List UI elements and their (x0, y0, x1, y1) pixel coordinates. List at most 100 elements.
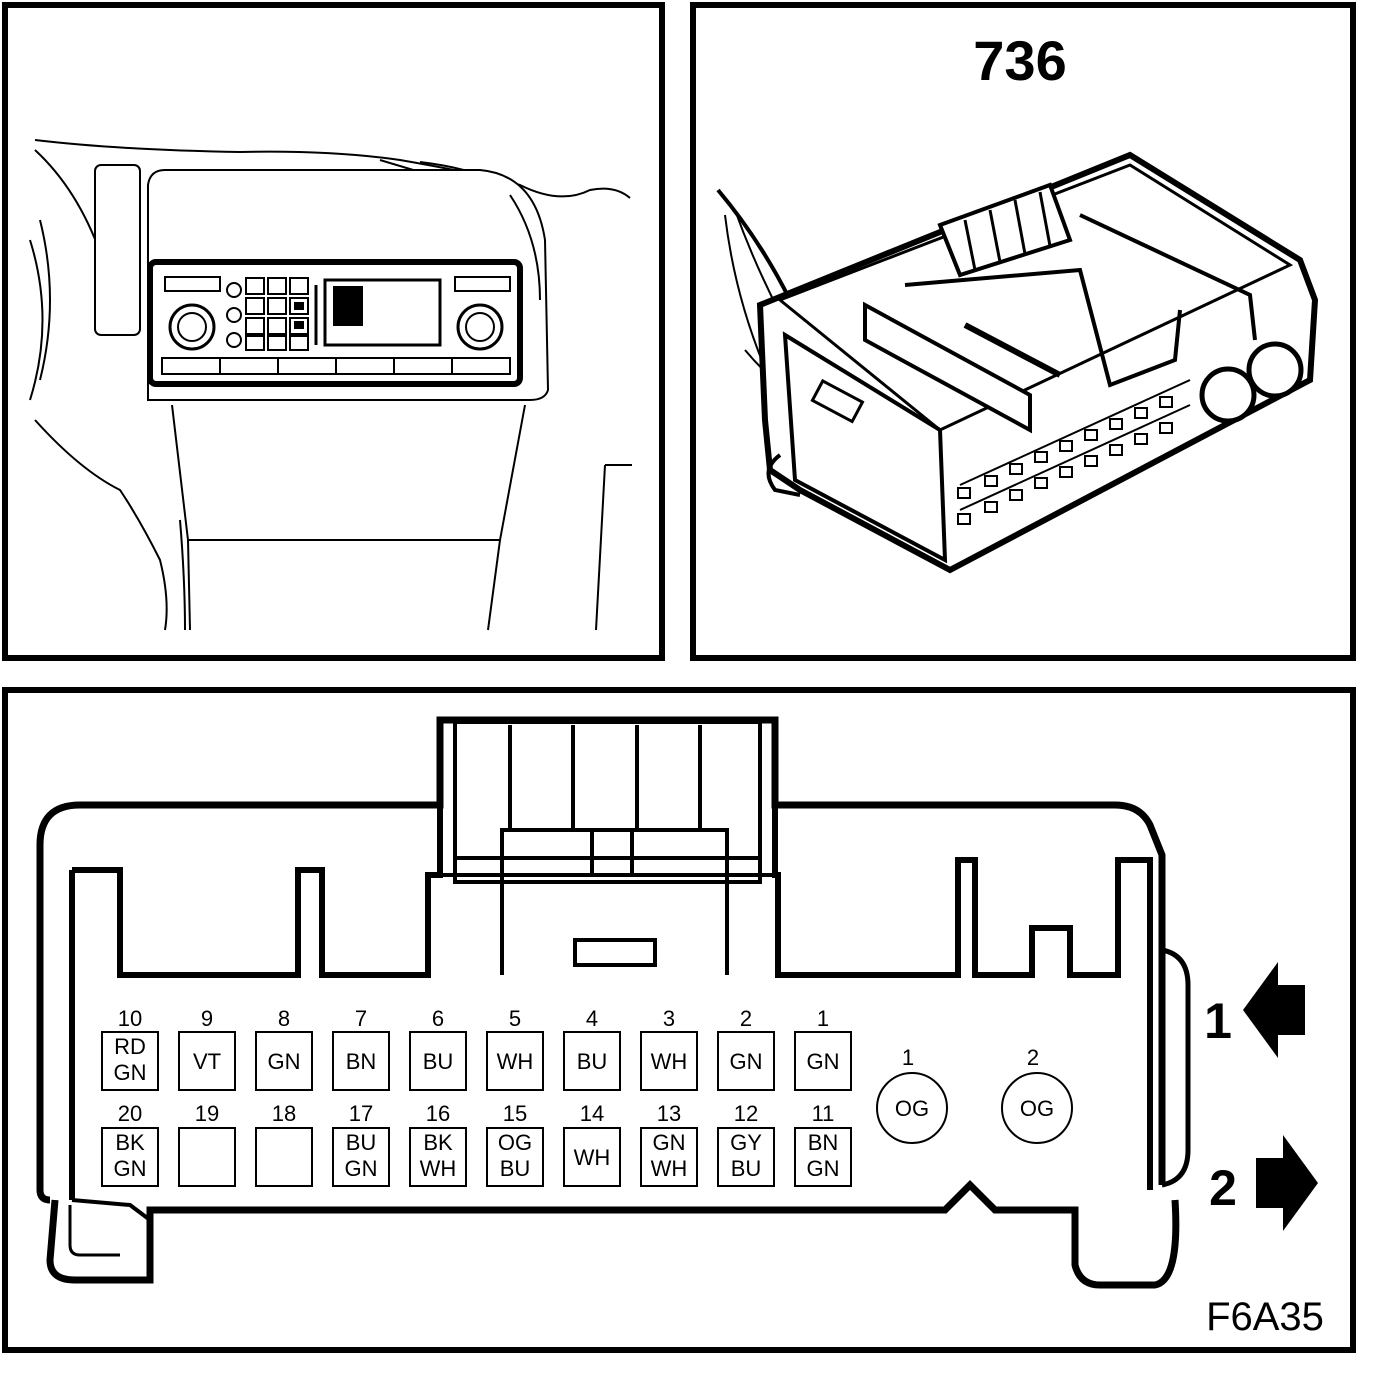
pin-box (794, 1031, 852, 1091)
pin-4: 4BU (563, 1006, 621, 1091)
side-indicator-1: 1 (1204, 962, 1305, 1058)
pin-box (640, 1127, 698, 1187)
pin-wire-color: GN (653, 1130, 686, 1155)
side-indicator-2: 2 (1209, 1135, 1318, 1231)
figure-code: F6A35 (1206, 1295, 1324, 1339)
pin-number: 5 (509, 1006, 521, 1031)
pin-number: 20 (118, 1101, 142, 1126)
pin-wire-color: BK (423, 1130, 453, 1155)
pin-box (486, 1127, 544, 1187)
pin-wire-color: GN (268, 1049, 301, 1074)
pin-box (563, 1127, 621, 1187)
pin-number: 15 (503, 1101, 527, 1126)
pin-wire-color-stripe: WH (420, 1156, 457, 1181)
pin-number: 1 (902, 1045, 914, 1070)
pin-6: 6BU (409, 1006, 467, 1091)
pin-box (332, 1127, 390, 1187)
pin-box (332, 1031, 390, 1091)
pin-19: 19 (178, 1101, 236, 1187)
pin-box (409, 1127, 467, 1187)
pin-wire-color: WH (574, 1145, 611, 1170)
pin-wire-color: GY (730, 1130, 762, 1155)
pin-wire-color: OG (895, 1096, 929, 1121)
pin-number: 1 (817, 1006, 829, 1031)
round-pins: 1OG 2OG (876, 1045, 1073, 1144)
pin-number: 8 (278, 1006, 290, 1031)
pin-number: 14 (580, 1101, 604, 1126)
pin-18: 18 (255, 1101, 313, 1187)
pin-number: 11 (812, 1101, 835, 1126)
pin-box (409, 1031, 467, 1091)
pin-wire-color-stripe: BU (731, 1156, 762, 1181)
round-pin-1: 1OG (876, 1045, 948, 1144)
pin-wire-color: BK (115, 1130, 145, 1155)
pin-wire-color: BN (808, 1130, 839, 1155)
pin-wire-color: BN (346, 1049, 377, 1074)
pin-number: 10 (118, 1006, 142, 1031)
pin-circle (876, 1072, 948, 1144)
pin-wire-color: WH (651, 1049, 688, 1074)
pin-wire-color: BU (346, 1130, 377, 1155)
pin-box (178, 1031, 236, 1091)
pin-wire-color-stripe: GN (114, 1156, 147, 1181)
side-label-1: 1 (1204, 993, 1232, 1049)
pin-wire-color: GN (807, 1049, 840, 1074)
pin-number: 13 (657, 1101, 681, 1126)
arrow-right-icon (1256, 1135, 1318, 1231)
pin-number: 16 (426, 1101, 450, 1126)
pin-wire-color-stripe: GN (114, 1060, 147, 1085)
pin-number: 12 (734, 1101, 758, 1126)
pin-number: 17 (349, 1101, 373, 1126)
pin-number: 2 (740, 1006, 752, 1031)
dashboard-view-panel (2, 2, 665, 661)
arrow-left-icon (1243, 962, 1305, 1058)
pin-1: 1GN (794, 1006, 852, 1091)
pin-wire-color: OG (1020, 1096, 1054, 1121)
side-label-2: 2 (1209, 1160, 1237, 1216)
pin-box (255, 1031, 313, 1091)
pin-box (101, 1127, 159, 1187)
pin-box (717, 1031, 775, 1091)
pin-number: 4 (586, 1006, 598, 1031)
pin-wire-color-stripe: GN (345, 1156, 378, 1181)
pin-number: 9 (201, 1006, 213, 1031)
connector-number: 736 (973, 29, 1066, 92)
pin-box (178, 1127, 236, 1187)
connector-3d-panel: 736 (690, 2, 1356, 661)
pin-number: 7 (355, 1006, 367, 1031)
pin-box (101, 1031, 159, 1091)
pin-wire-color: RD (114, 1034, 146, 1059)
pin-wire-color: WH (497, 1049, 534, 1074)
pin-number: 19 (195, 1101, 219, 1126)
pin-wire-color-stripe: GN (807, 1156, 840, 1181)
pin-wire-color: OG (498, 1130, 532, 1155)
pin-8: 8GN (255, 1006, 313, 1091)
pin-box (794, 1127, 852, 1187)
pin-7: 7BN (332, 1006, 390, 1091)
pin-wire-color-stripe: BU (500, 1156, 531, 1181)
pin-box (486, 1031, 544, 1091)
pin-number: 6 (432, 1006, 444, 1031)
pin-number: 2 (1027, 1045, 1039, 1070)
pin-box (717, 1127, 775, 1187)
pin-5: 5WH (486, 1006, 544, 1091)
pin-wire-color-stripe: WH (651, 1156, 688, 1181)
pin-wire-color: BU (577, 1049, 608, 1074)
pin-box (255, 1127, 313, 1187)
pin-box (563, 1031, 621, 1091)
pin-3: 3WH (640, 1006, 698, 1091)
pin-9: 9VT (178, 1006, 236, 1091)
pin-wire-color: GN (730, 1049, 763, 1074)
